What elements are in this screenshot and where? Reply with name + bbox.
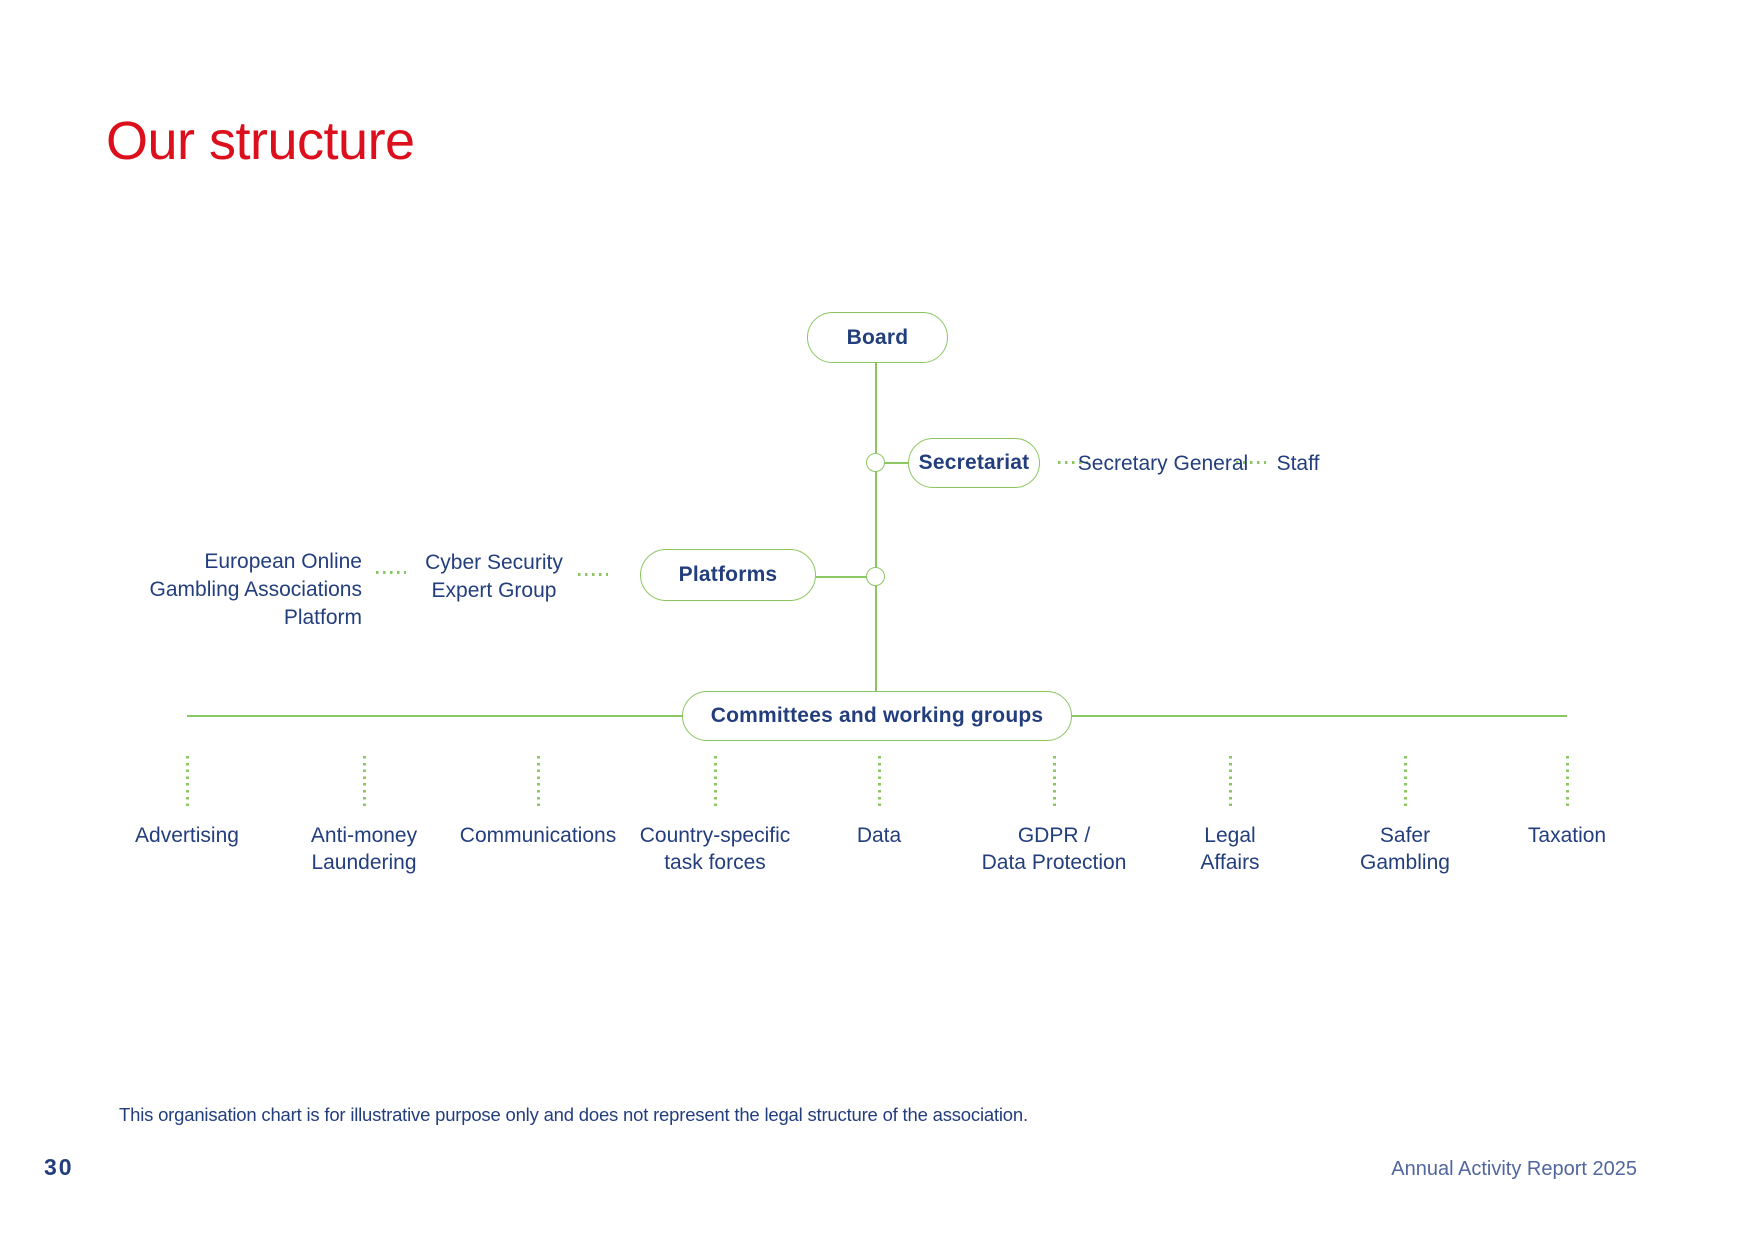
dotted-link-secretary-general-staff [1236, 461, 1266, 464]
dotted-drop-anti-money-laundering [363, 756, 366, 808]
dotted-drop-data [878, 756, 881, 808]
dotted-link-secretariat-secretary-general [1058, 461, 1088, 464]
staff-label: Staff [1276, 452, 1320, 475]
dotted-drop-taxation [1566, 756, 1569, 808]
committee-label-advertising: Advertising [135, 824, 239, 847]
page-number: 30 [44, 1154, 74, 1180]
board-node: Board [807, 312, 948, 363]
secretary-general-label: Secretary General [1077, 452, 1249, 475]
dotted-drop-communications [537, 756, 540, 808]
report-title-footer: Annual Activity Report 2025 [1391, 1158, 1637, 1180]
dotted-drop-country-specific [714, 756, 717, 808]
committees-label: Committees and working groups [710, 704, 1044, 727]
footnote: This organisation chart is for illustrat… [119, 1104, 1028, 1125]
secretariat-label: Secretariat [918, 451, 1030, 474]
dotted-drop-legal-affairs [1229, 756, 1232, 808]
committee-label-communications: Communications [459, 824, 617, 847]
secretariat-connector-line [876, 462, 908, 464]
junction-circle-secretariat [866, 453, 885, 472]
cyber-security-label: Cyber Security Expert Group [425, 551, 563, 602]
committee-label-anti-money-laundering: Anti-money Laundering [310, 824, 418, 874]
platforms-node: Platforms [640, 549, 816, 601]
dotted-link-cyber-platforms [578, 573, 608, 576]
committee-label-taxation: Taxation [1527, 824, 1607, 847]
committee-label-legal-affairs: Legal Affairs [1200, 824, 1260, 874]
page-title: Our structure [106, 111, 415, 171]
dotted-drop-gdpr [1053, 756, 1056, 808]
eogap-label: European Online Gambling Associations Pl… [149, 550, 362, 629]
dotted-drop-safer-gambling [1404, 756, 1407, 808]
committee-label-gdpr: GDPR / Data Protection [981, 824, 1127, 874]
junction-circle-platforms [866, 567, 885, 586]
dotted-drop-advertising [186, 756, 189, 808]
platforms-connector-line [816, 576, 876, 578]
committee-label-data: Data [856, 824, 902, 847]
trunk-line [875, 361, 877, 691]
committee-label-country-specific: Country-specific task forces [639, 824, 791, 874]
platforms-label: Platforms [678, 563, 778, 586]
board-label: Board [846, 325, 909, 349]
committee-label-safer-gambling: Safer Gambling [1360, 824, 1450, 874]
secretariat-node: Secretariat [908, 438, 1040, 488]
committees-node: Committees and working groups [682, 691, 1072, 741]
dotted-link-eogap-cyber [376, 571, 406, 574]
